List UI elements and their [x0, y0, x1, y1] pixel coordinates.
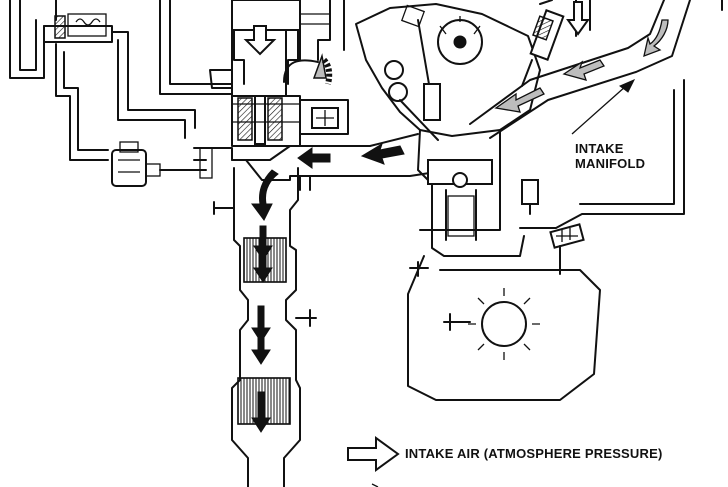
legend-intake-air-arrow: [347, 436, 400, 487]
solenoid-valve: [54, 13, 107, 39]
bypass-arrow-up: [283, 53, 333, 85]
manifold-flow-arrows: [494, 19, 669, 113]
throttle-body: [209, 0, 345, 147]
cylinder-head: [355, 3, 541, 141]
exhaust-down-arrows: [251, 225, 273, 433]
egr-passage: [193, 133, 437, 191]
exhaust-pipe: [213, 167, 317, 487]
idle-air-valve: [299, 99, 349, 135]
sensor-left-block: [409, 261, 429, 277]
fuel-injector: [521, 0, 565, 87]
intake-manifold-label: INTAKE MANIFOLD: [575, 141, 685, 171]
temperature-sensor: [521, 179, 539, 215]
manifold-leader-line: [571, 79, 636, 135]
intake-manifold: [469, 0, 691, 139]
intake-manifold-label-line1: INTAKE: [575, 141, 624, 156]
crankcase: [407, 255, 601, 401]
vacuum-hose-left: [9, 0, 233, 139]
intake-air-arrow-down: [243, 25, 277, 56]
exhaust-flow-arrows: [251, 142, 405, 221]
map-sensor-hose: [519, 0, 723, 275]
legend-intake-air-label: INTAKE AIR (ATMOSPHERE PRESSURE): [405, 446, 663, 461]
engine-block: [417, 129, 525, 257]
intake-manifold-label-line2: MANIFOLD: [575, 156, 646, 171]
vacuum-hose-long: [55, 43, 109, 161]
